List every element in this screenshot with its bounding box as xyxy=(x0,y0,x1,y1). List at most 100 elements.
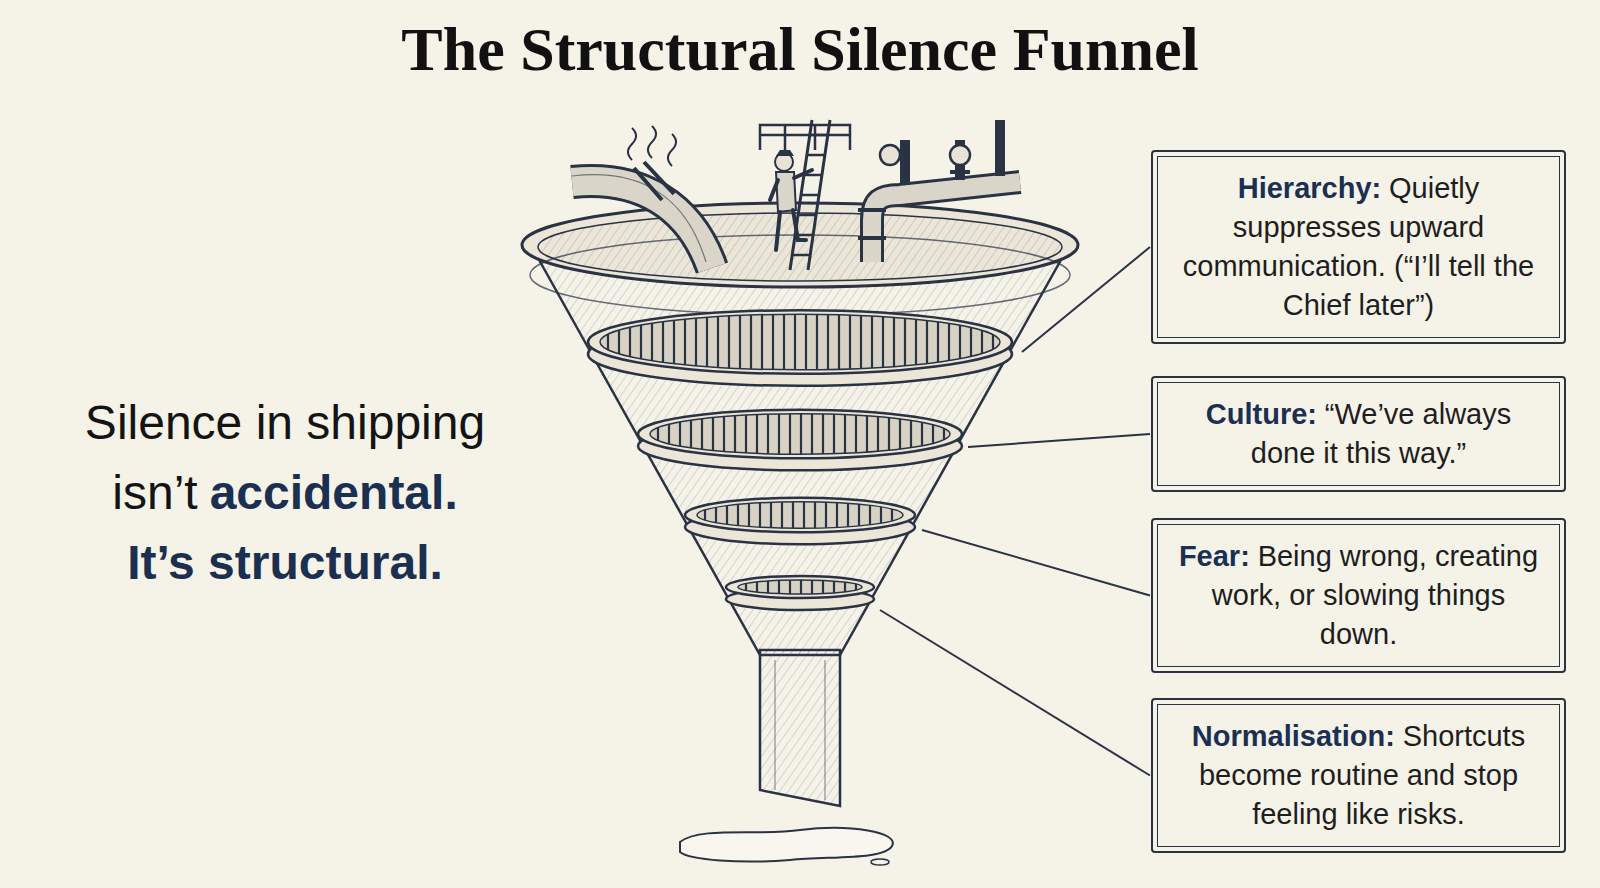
funnel-rim xyxy=(522,203,1078,287)
grate-bar xyxy=(904,318,906,365)
grate-bar xyxy=(651,323,653,360)
grate-bar xyxy=(921,422,923,446)
grate-bar xyxy=(800,580,802,594)
title: The Structural Silence Funnel xyxy=(0,14,1600,85)
ladder-rung xyxy=(791,254,809,257)
spout-shading xyxy=(825,660,826,800)
grate-bar xyxy=(789,580,791,594)
funnel-rim-band xyxy=(530,235,1070,315)
grate-bar xyxy=(704,510,706,520)
callout-box: Normalisation:Shortcuts become routine a… xyxy=(1151,698,1566,853)
ring-edge xyxy=(685,498,915,533)
grate-bar xyxy=(833,414,835,454)
leader-line xyxy=(968,434,1150,447)
tagline-text: It’s structural. xyxy=(25,528,545,598)
grate-bar xyxy=(772,314,774,369)
tagline-text: accidental. xyxy=(210,466,458,519)
grate-bar xyxy=(701,419,703,450)
grate-bar xyxy=(948,323,950,360)
valve-wheel xyxy=(950,145,970,165)
grate-bar xyxy=(959,325,961,358)
tagline: Silence in shipping isn’taccidental.It’s… xyxy=(25,388,545,598)
grate-bar xyxy=(899,419,901,449)
grate-bar xyxy=(816,314,818,369)
grate-bar xyxy=(618,330,620,354)
grate-bar xyxy=(778,580,780,593)
grate-bar xyxy=(657,427,659,440)
scaffold xyxy=(760,125,850,150)
callout-box: Fear:Being wrong, creating work, or slow… xyxy=(1151,518,1566,673)
ladder-rung xyxy=(801,194,819,197)
grate-bar xyxy=(882,317,884,368)
grate-bar xyxy=(937,322,939,362)
filter-ring xyxy=(638,410,962,471)
ring-inner xyxy=(650,414,950,455)
ring-inner xyxy=(600,314,1000,370)
grate-bar xyxy=(838,315,840,370)
grate-bar xyxy=(715,507,717,522)
hose xyxy=(572,181,712,268)
grate-bar xyxy=(888,418,890,451)
grate-bar xyxy=(915,319,917,364)
grate-bar xyxy=(717,317,719,368)
leader-line xyxy=(922,530,1150,596)
grate-bar xyxy=(794,314,796,370)
grate-bar xyxy=(943,428,945,439)
ring-edge xyxy=(588,310,1012,374)
grate-bar xyxy=(607,334,609,350)
grate-bar xyxy=(814,502,816,528)
grate-bar xyxy=(855,584,857,590)
grate-bar xyxy=(803,502,805,528)
grate-bar xyxy=(880,507,882,523)
worker-limbs xyxy=(770,170,812,250)
grate-bar xyxy=(761,315,763,370)
hose-body xyxy=(572,181,712,268)
grate-bar xyxy=(825,502,827,528)
grate-bar xyxy=(759,503,761,527)
filter-ring xyxy=(685,498,915,545)
callout-body: Being wrong, creating work, or slowing t… xyxy=(1212,540,1538,650)
callout-heading: Fear: xyxy=(1179,540,1250,572)
leader-lines xyxy=(880,247,1150,776)
grate-bar xyxy=(706,317,708,366)
grate-bar xyxy=(970,328,972,357)
callout-heading: Hierarchy: xyxy=(1238,172,1381,204)
callout-box: Culture:“We’ve always done it this way.” xyxy=(1151,376,1566,492)
grate-bar xyxy=(679,422,681,446)
worker-cap xyxy=(776,150,794,156)
grate-bar xyxy=(932,425,934,444)
grate-bar xyxy=(992,335,994,350)
pipe xyxy=(872,182,1020,262)
grate-bar xyxy=(833,581,835,593)
grate-bar xyxy=(926,321,928,364)
grate-bar xyxy=(855,415,857,453)
grate-bar xyxy=(789,414,791,455)
callout-heading: Normalisation: xyxy=(1192,720,1395,752)
grate-bar xyxy=(745,415,747,453)
pipe-risers xyxy=(905,120,1000,185)
grate-bar xyxy=(822,414,824,454)
hose-shading xyxy=(572,175,706,262)
grate-bar xyxy=(860,316,862,369)
grate-bar xyxy=(737,504,739,525)
funnel-spout xyxy=(760,650,840,806)
grate-bar xyxy=(827,314,829,369)
grate-bar xyxy=(871,316,873,368)
ladder-rung xyxy=(807,154,825,157)
grate-bar xyxy=(792,502,794,528)
grate-bar xyxy=(767,414,769,454)
grate-bar xyxy=(739,315,741,368)
ring-inner xyxy=(738,580,862,594)
grate-bar xyxy=(728,316,730,368)
funnel-cone xyxy=(538,258,1062,655)
grate-bar xyxy=(695,318,697,365)
funnel-rim-inner xyxy=(538,213,1062,281)
grate-bar xyxy=(662,322,664,363)
grate-bar xyxy=(726,506,728,525)
grate-bar xyxy=(756,415,758,454)
grate-bar xyxy=(690,420,692,448)
grate-bar xyxy=(910,420,912,447)
grate-bar xyxy=(783,314,785,369)
grate-bar xyxy=(869,505,871,524)
ladder-rung xyxy=(810,134,828,137)
